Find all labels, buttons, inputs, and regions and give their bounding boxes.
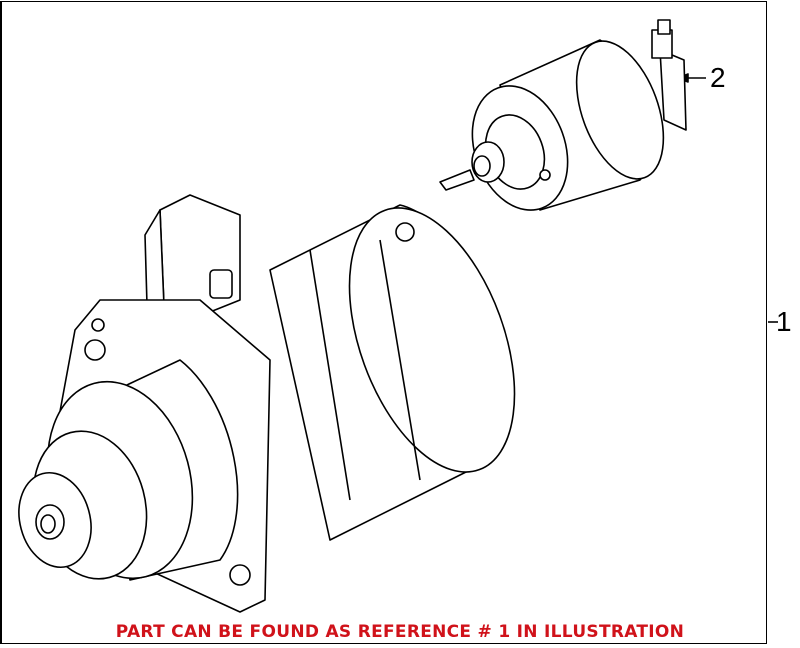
solenoid: [439, 19, 687, 211]
callout-ref-1: 1: [776, 306, 792, 337]
callout-ref-2: 2: [710, 62, 726, 93]
diagram-frame: [1, 1, 767, 644]
starter-motor: [18, 194, 516, 613]
reference-note: PART CAN BE FOUND AS REFERENCE # 1 IN IL…: [115, 622, 685, 642]
diagram-frame-left-edge: [0, 1, 2, 644]
